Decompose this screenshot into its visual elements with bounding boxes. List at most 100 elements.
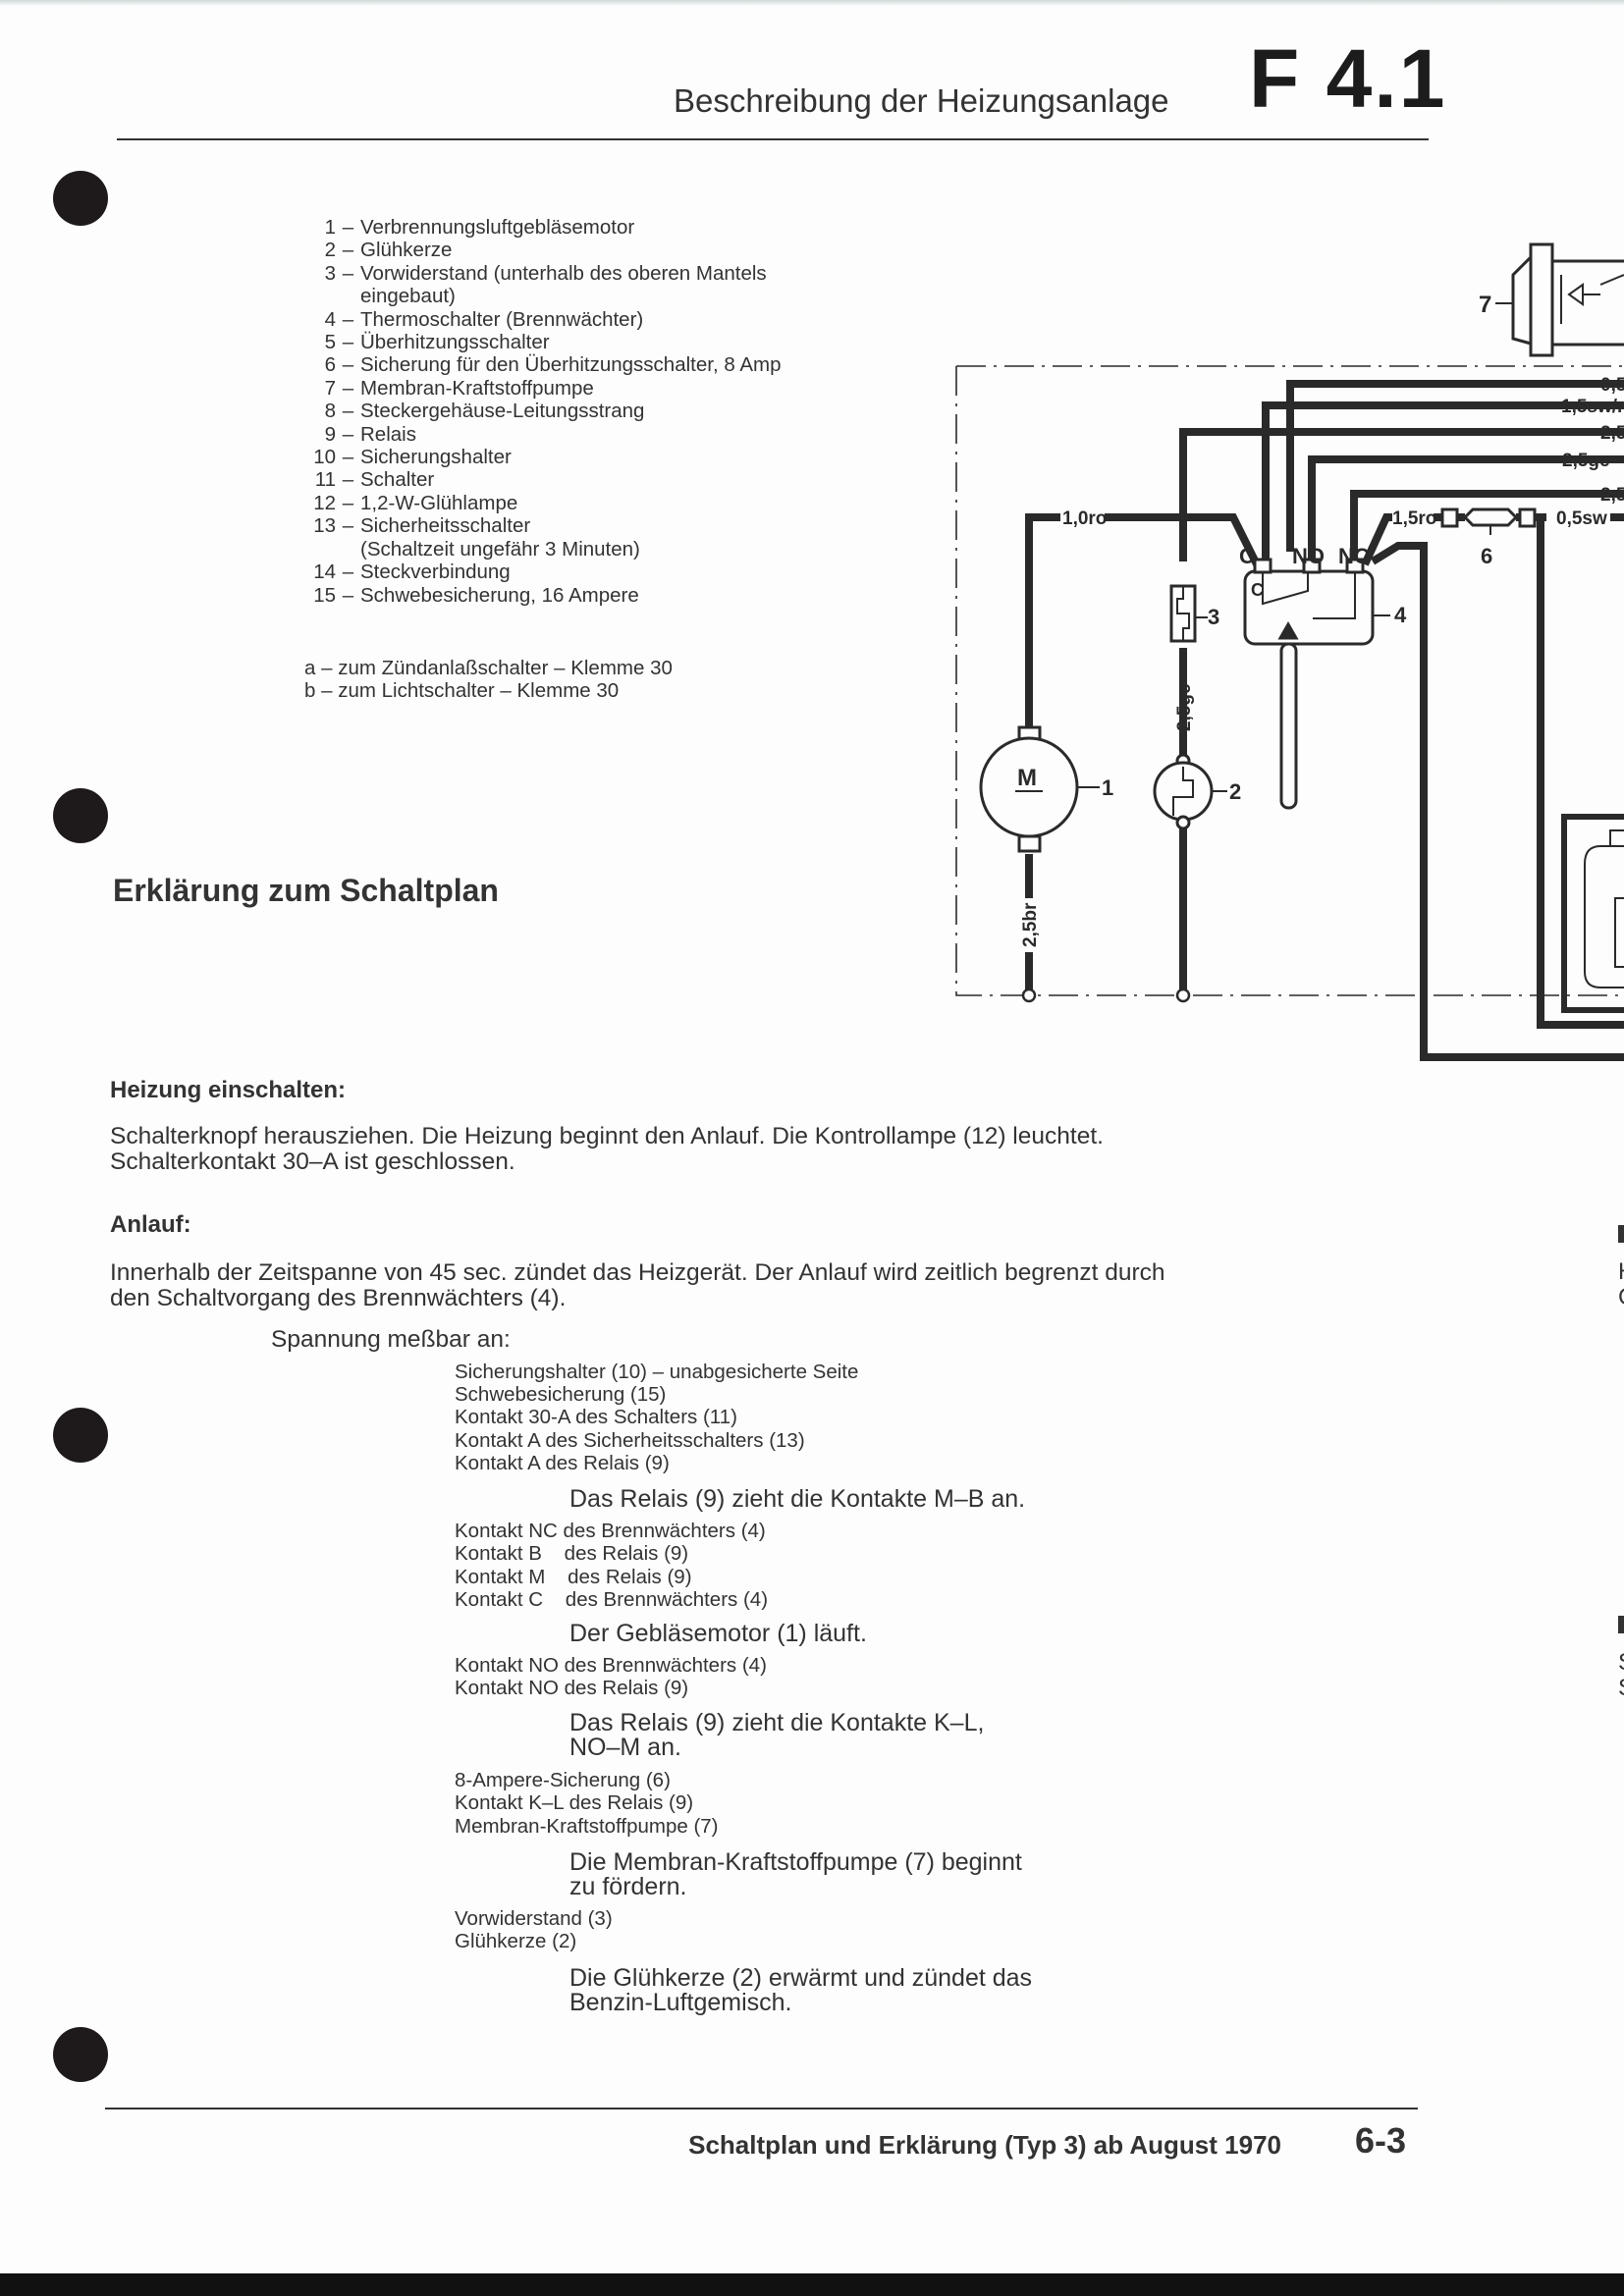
legend-number: 5 (324, 331, 336, 354)
measurement-point: Kontakt NC des Brennwächters (4) (455, 1520, 766, 1542)
legend-item: (Schaltzeit ungefähr 3 Minuten) (295, 538, 781, 561)
anlauf-text-2: den Schaltvorgang des Brennwächters (4). (110, 1285, 567, 1311)
legend-number: 12 (313, 491, 336, 514)
spannung-label: Spannung meßbar an: (271, 1326, 511, 1353)
legend-dash: – (342, 261, 354, 285)
motor-symbol: M (1017, 765, 1037, 791)
page-number: 6-3 (1355, 2120, 1407, 2161)
legend-number: 4 (324, 307, 336, 331)
anlauf-heading: Anlauf: (110, 1211, 191, 1238)
legend-text: Sicherheitsschalter (360, 514, 531, 538)
legend-item: 11–Schalter (295, 468, 781, 491)
legend-dash: – (342, 353, 354, 377)
thermoswitch-4 (1243, 558, 1375, 810)
heizung-text-2: Schalterkontakt 30–A ist geschlossen. (110, 1148, 515, 1175)
partial-component (1561, 814, 1624, 1013)
legend-number: 6 (324, 353, 336, 377)
connection-notes: a – zum Zündanlaßschalter – Klemme 30 b … (304, 657, 673, 703)
boundary-dashdot (955, 366, 1624, 996)
legend-item: eingebaut) (295, 285, 781, 307)
legend-number: 15 (313, 583, 336, 607)
legend-dash: – (342, 400, 354, 423)
label-3: 3 (1208, 605, 1219, 629)
wire-1-5ro (1361, 513, 1392, 566)
ground-terminal (1021, 988, 1037, 1003)
legend-text: Glühkerze (360, 239, 453, 262)
cut-off-text: S (1618, 1675, 1624, 1702)
legend-number: 7 (324, 376, 336, 400)
measurement-point: Kontakt A des Relais (9) (455, 1452, 670, 1474)
legend-number: 1 (324, 216, 336, 239)
heizung-text-1: Schalterknopf herausziehen. Die Heizung … (110, 1123, 1104, 1149)
measurement-point: Kontakt K–L des Relais (9) (455, 1791, 694, 1814)
legend-dash: – (342, 514, 354, 538)
legend-number: 9 (324, 422, 336, 446)
section-title: Erklärung zum Schaltplan (113, 873, 499, 908)
step-result: Die Membran-Kraftstoffpumpe (7) beginnt (569, 1848, 1022, 1876)
legend-dash: – (342, 216, 354, 239)
wire-2-5-b (1350, 490, 1624, 561)
fuel-pump-7 (1495, 242, 1624, 357)
legend-text: Schwebesicherung, 16 Ampere (360, 583, 639, 607)
legend-number: 11 (314, 468, 336, 492)
cut-off-heading-mark (1618, 1225, 1624, 1243)
legend-item: 3–Vorwiderstand (unterhalb des oberen Ma… (295, 262, 781, 285)
legend-text: Relais (360, 422, 416, 446)
legend-item: 15–Schwebesicherung, 16 Ampere (295, 584, 781, 607)
measurement-point: Membran-Kraftstoffpumpe (7) (455, 1815, 719, 1838)
legend-text: Sicherung für den Überhitzungsschalter, … (360, 353, 782, 377)
label-1: 1 (1102, 775, 1113, 800)
measurement-point: Kontakt M des Relais (9) (455, 1566, 692, 1588)
wire-label: 2,5 (1600, 485, 1624, 506)
wire-label: 1,0ro (1062, 508, 1107, 529)
legend-item: 14–Steckverbindung (295, 561, 781, 583)
legend-dash: – (342, 376, 354, 400)
note-b: b – zum Lichtschalter – Klemme 30 (304, 679, 620, 703)
legend-item: 5–Überhitzungsschalter (295, 331, 781, 353)
legend-dash: – (342, 583, 354, 607)
legend-number: 10 (313, 446, 336, 469)
legend-dash: – (342, 468, 354, 492)
legend-number: 8 (324, 400, 336, 423)
relay-inner-c: C (1251, 580, 1264, 600)
legend-text: Membran-Kraftstoffpumpe (360, 376, 594, 400)
glow-plug-2 (1153, 753, 1227, 830)
measurement-point: Sicherungshalter (10) – unabgesicherte S… (455, 1361, 859, 1383)
wire-label: 2,5 (1600, 423, 1624, 444)
legend-item: 12–1,2-W-Glühlampe (295, 492, 781, 514)
scan-bottom-band (0, 2273, 1624, 2296)
wire-0-5 (1286, 380, 1624, 552)
terminal-c-label: C (1239, 544, 1255, 568)
legend-item: 9–Relais (295, 423, 781, 446)
measurement-point: Kontakt NO des Brennwächters (4) (455, 1654, 767, 1677)
legend-text: Sicherungshalter (360, 446, 512, 469)
wire-label: 0,5sw (1556, 508, 1607, 529)
legend-dash: – (342, 307, 354, 331)
label-4: 4 (1394, 603, 1407, 627)
cut-off-text: S (1618, 1649, 1624, 1677)
anlauf-text-1: Innerhalb der Zeitspanne von 45 sec. zün… (110, 1259, 1165, 1286)
wire-label: 2,5ge (1562, 451, 1610, 471)
legend-item: 6–Sicherung für den Überhitzungsschalter… (295, 353, 782, 377)
legend-text: Überhitzungsschalter (360, 331, 550, 354)
punch-hole (53, 2027, 108, 2082)
section-code: F 4.1 (1249, 32, 1447, 125)
wire-label: 1,5sw/r (1561, 397, 1624, 417)
step-result: Das Relais (9) zieht die Kontakte M–B an… (569, 1485, 1026, 1513)
legend-text: Vorwiderstand (unterhalb des oberen Mant… (360, 261, 767, 285)
measurement-point: Kontakt 30-A des Schalters (11) (455, 1406, 737, 1428)
step-result: Benzin-Luftgemisch. (569, 1989, 792, 2016)
step-result: zu fördern. (569, 1873, 687, 1900)
ground-terminal (1175, 988, 1191, 1003)
legend-text: Steckverbindung (360, 561, 511, 584)
legend-item: 13–Sicherheitsschalter (295, 514, 781, 537)
step-result: Die Glühkerze (2) erwärmt und zündet das (569, 1964, 1033, 1992)
wire-label: 2,5ge (1174, 683, 1195, 731)
wire-2-5ge-top (1308, 455, 1624, 561)
step-result: Das Relais (9) zieht die Kontakte K–L, (569, 1709, 985, 1736)
wire-0-5sw-down (1537, 517, 1624, 1029)
wire-label: 2,5br (1020, 902, 1041, 947)
legend-item: 8–Steckergehäuse-Leitungsstrang (295, 400, 781, 422)
cut-off-text: C (1618, 1284, 1624, 1311)
wire-label: 0,5 (1600, 375, 1624, 396)
